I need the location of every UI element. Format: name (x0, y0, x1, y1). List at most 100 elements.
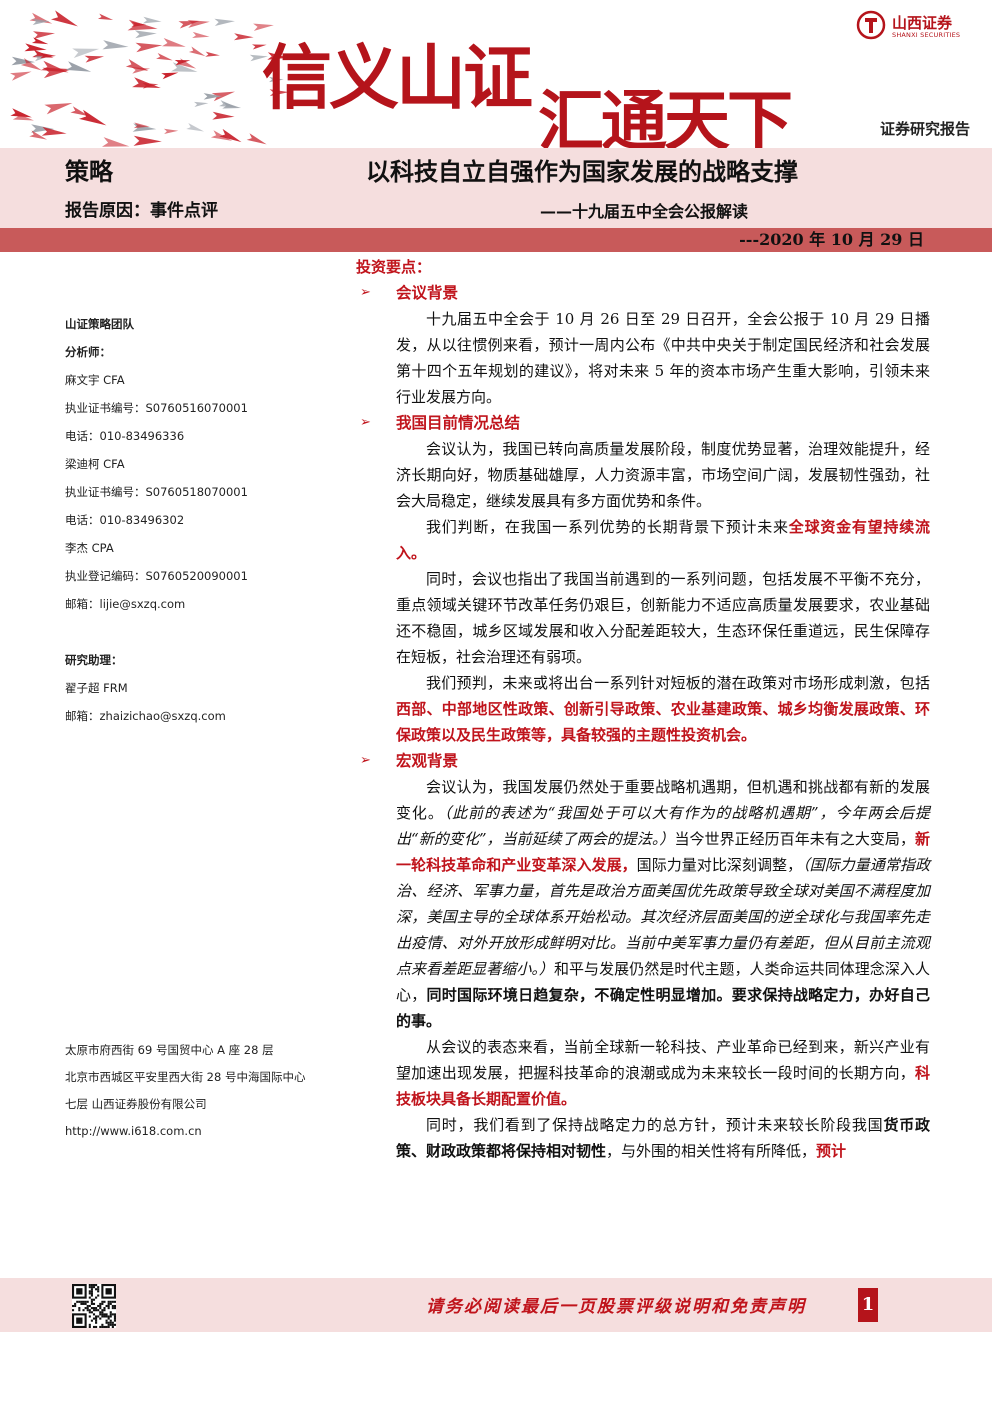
arrow-mark (214, 18, 235, 27)
arrow-bullet-icon: ➢ (360, 285, 371, 300)
arrow-mark (246, 133, 267, 145)
arrow-mark (65, 61, 92, 72)
company-logo: 山西证券 SHANXI SECURITIES (856, 10, 976, 42)
paragraph: 我们预判，未来或将出台一系列针对短板的潜在政策对市场形成刺激，包括西部、中部地区… (396, 674, 930, 744)
paragraph: 同时，会议也指出了我国当前遇到的一系列问题，包括发展不平衡不充分，重点领域关键环… (396, 570, 930, 666)
qr-code-icon (72, 1284, 116, 1328)
section-title: 宏观背景 (396, 752, 459, 770)
arrow-mark (33, 31, 56, 40)
analyst-sidebar: 山证策略团队 分析师： 麻文宇 CFA 执业证书编号：S076051607000… (65, 314, 345, 734)
arrow-mark (269, 89, 290, 97)
analyst-name: 李杰 CPA (65, 541, 114, 555)
analyst-contact: 邮箱：lijie@sxzq.com (65, 597, 186, 611)
arrow-mark (249, 54, 268, 62)
arrow-mark (163, 128, 179, 134)
logo-text-cn: 山西证券 (892, 14, 953, 32)
logo-text-en: SHANXI SECURITIES (892, 31, 961, 39)
company-address: 太原市府西街 69 号国贸中心 A 座 28 层 北京市西城区平安里西大街 28… (65, 1040, 355, 1148)
arrow-mark (188, 46, 206, 57)
paragraph: 十九届五中全会于 10 月 26 日至 29 日召开，全会公报于 10 月 29… (396, 310, 930, 406)
arrow-bullet-icon: ➢ (360, 415, 371, 430)
footer-band (0, 1278, 992, 1332)
arrow-mark (135, 42, 163, 53)
analyst-contact: 电话：010-83496336 (65, 429, 185, 443)
paragraph: 同时，我们看到了保持战略定力的总方针，预计未来较长阶段我国货币政策、财政政策都将… (396, 1116, 930, 1160)
arrow-mark (156, 53, 173, 61)
section-title: 我国目前情况总结 (396, 414, 521, 432)
address-line: 太原市府西街 69 号国贸中心 A 座 28 层 (65, 1043, 274, 1057)
arrow-mark (30, 124, 55, 133)
paragraph: 从会议的表态来看，当前全球新一轮科技、产业革命已经到来，新兴产业有望加速出现发展… (396, 1038, 930, 1108)
arrow-mark (211, 91, 235, 102)
analyst-cert: 执业证书编号：S0760516070001 (65, 401, 248, 415)
arrow-mark (134, 30, 157, 39)
page-title: 以科技自立自强作为国家发展的战略支撑 (366, 158, 798, 186)
report-category: 策略 (65, 158, 113, 186)
arrows-decoration (10, 10, 290, 147)
arrow-mark (78, 109, 107, 126)
assistant-email: 邮箱：zhaizichao@sxzq.com (65, 709, 226, 723)
arrow-mark (161, 72, 179, 80)
arrow-mark (219, 100, 237, 108)
website-link[interactable]: http://www.i618.com.cn (65, 1124, 202, 1138)
arrow-mark (210, 130, 233, 141)
arrow-mark (133, 135, 162, 146)
address-line: 七层 山西证券股份有限公司 (65, 1097, 207, 1111)
arrow-mark (178, 21, 200, 29)
analyst-cert: 执业登记编码：S0760520090001 (65, 569, 248, 583)
arrow-mark (192, 31, 210, 39)
arrow-mark (127, 19, 158, 31)
date-band (0, 228, 992, 252)
arrow-mark (10, 71, 32, 81)
arrow-mark (12, 112, 34, 121)
arrow-mark (84, 55, 105, 63)
section-title: 会议背景 (396, 284, 459, 302)
arrow-mark (142, 16, 162, 24)
arrow-mark (70, 106, 90, 117)
arrow-mark (40, 60, 69, 73)
slogan-part1: 信义山证 (262, 36, 533, 119)
analyst-name: 麻文宇 CFA (65, 373, 125, 387)
analyst-cert: 执业证书编号：S0760518070001 (65, 485, 248, 499)
arrow-mark (132, 123, 157, 132)
section-header: ➢ 我国目前情况总结 (356, 410, 930, 436)
arrow-mark (205, 51, 220, 57)
arrow-mark (10, 108, 32, 118)
arrow-mark (252, 44, 267, 50)
arrow-mark (269, 76, 284, 83)
report-date: ---2020 年 10 月 29 日 (739, 230, 924, 249)
arrow-mark (203, 93, 222, 100)
analyst-label: 分析师： (65, 345, 111, 359)
paragraph: 我们判断，在我国一系列优势的长期背景下预计未来全球资金有望持续流入。 (396, 518, 930, 562)
main-content: 投资要点： ➢ 会议背景 十九届五中全会于 10 月 26 日至 29 日召开，… (356, 254, 930, 1164)
page-number: 1 (858, 1288, 878, 1322)
arrow-mark (267, 52, 289, 60)
arrow-mark (11, 56, 36, 66)
arrow-mark (219, 128, 242, 143)
arrow-mark (31, 37, 49, 45)
header-banner: 信义山证 汇通天下 山西证券 SHANXI SECURITIES 证券研究报告 (0, 0, 992, 148)
arrow-mark (212, 111, 235, 120)
arrow-mark (125, 59, 149, 71)
paragraph: 会议认为，我国已转向高质量发展阶段，制度优势显著，治理效能提升，经济长期向好，物… (396, 440, 930, 510)
arrow-mark (32, 18, 50, 26)
assistant-name: 翟子超 FRM (65, 681, 128, 695)
paragraph: 会议认为，我国发展仍然处于重要战略机遇期，但机遇和挑战都有新的发展变化。（此前的… (396, 778, 930, 1030)
arrow-mark (101, 137, 130, 147)
report-type-label: 证券研究报告 (879, 120, 970, 138)
assistant-label: 研究助理： (65, 653, 123, 667)
arrow-mark (133, 122, 150, 129)
arrow-mark (102, 40, 129, 50)
team-name: 山证策略团队 (65, 317, 134, 331)
investment-points-title: 投资要点： (356, 258, 432, 276)
arrow-mark (186, 123, 205, 132)
arrow-mark (50, 10, 78, 27)
analyst-contact: 电话：010-83496302 (65, 513, 185, 527)
slogan-part2: 汇通天下 (538, 82, 793, 148)
arrow-mark (97, 13, 114, 21)
arrow-mark (162, 38, 186, 47)
section-header: ➢ 会议背景 (356, 280, 930, 306)
arrow-mark (233, 33, 254, 41)
arrow-mark (44, 102, 73, 115)
title-band (0, 148, 992, 228)
